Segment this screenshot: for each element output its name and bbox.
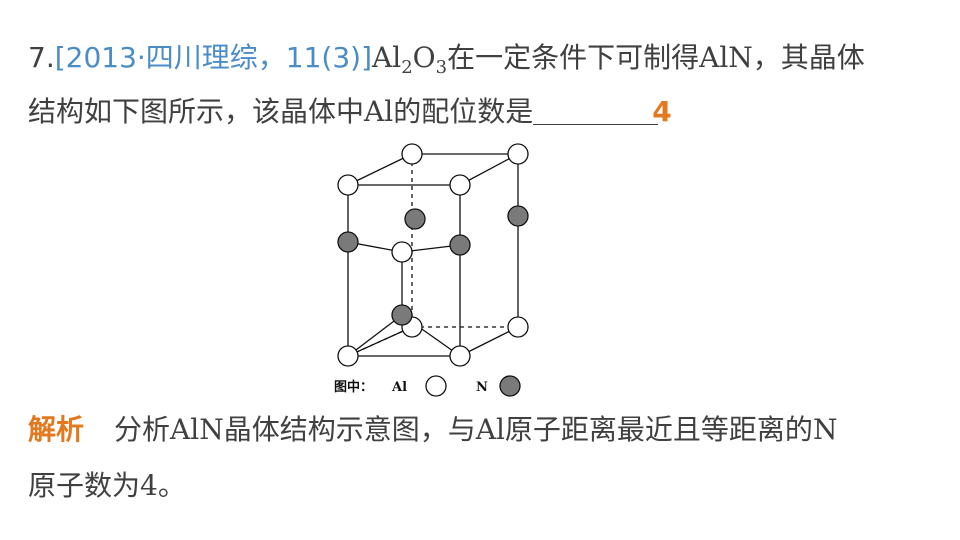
analysis-label: 解析 <box>28 413 85 446</box>
analysis-line-1: 解析分析AlN晶体结构示意图，与Al原子距离最近且等距离的N <box>28 410 837 450</box>
n-atom <box>391 304 413 326</box>
answer-value: 4 <box>652 95 672 128</box>
question-number: 7. <box>28 41 55 74</box>
analysis-text-3: 原子距离最近且等距离的 <box>504 413 813 446</box>
n-atom <box>337 231 359 253</box>
al-atom <box>337 174 359 196</box>
al-atom <box>449 174 471 196</box>
al-atom <box>401 143 423 165</box>
analysis-al: Al <box>475 413 505 446</box>
legend-n-label: N <box>476 380 488 395</box>
question-text-2: ，其晶体 <box>752 41 865 74</box>
al-atom <box>449 345 471 367</box>
question-source: [2013·四川理综，11(3)] <box>54 41 373 74</box>
analysis-line2: 原子数为 <box>28 469 141 502</box>
analysis-aln: AlN <box>170 413 224 446</box>
formula-al: Al <box>372 41 402 74</box>
analysis-n: N <box>812 413 838 446</box>
n-atom <box>449 234 471 256</box>
question-line2-text: 结构如下图所示，该晶体中 <box>28 95 365 128</box>
answer-blank <box>533 94 659 125</box>
analysis-end: 。 <box>157 469 186 502</box>
al-atom <box>507 316 529 338</box>
al-atom <box>391 241 413 263</box>
formula-sub-3: 3 <box>435 57 448 78</box>
analysis-text-2: 晶体结构示意图，与 <box>223 413 476 446</box>
formula-aln: AlN <box>699 41 753 74</box>
question-line2-end: 的配位数是 <box>393 95 534 128</box>
legend-al-label: Al <box>391 380 407 395</box>
crystal-structure-figure: 图中： Al N <box>334 143 529 397</box>
legend-al-icon <box>425 375 447 397</box>
al-atom <box>337 345 359 367</box>
analysis-line-2: 原子数为4。 <box>28 466 186 506</box>
legend-prefix: 图中： <box>334 379 373 395</box>
question-line-1: 7.[2013·四川理综，11(3)]Al2O3在一定条件下可制得AlN，其晶体 <box>28 38 865 78</box>
analysis-num: 4 <box>140 469 158 502</box>
question-line-2: 结构如下图所示，该晶体中Al的配位数是 4 <box>28 92 678 132</box>
legend-n-icon <box>499 375 521 397</box>
question-text-1: 在一定条件下可制得 <box>447 41 700 74</box>
atoms <box>337 143 529 367</box>
n-atom <box>507 205 529 227</box>
formula-sub-2: 2 <box>401 57 413 78</box>
formula-al-2: Al <box>364 95 394 128</box>
al-atom <box>507 143 529 165</box>
analysis-text-1: 分析 <box>114 413 171 446</box>
n-atom <box>404 208 426 230</box>
formula-o: O <box>412 41 436 74</box>
structure-edges <box>347 153 519 357</box>
